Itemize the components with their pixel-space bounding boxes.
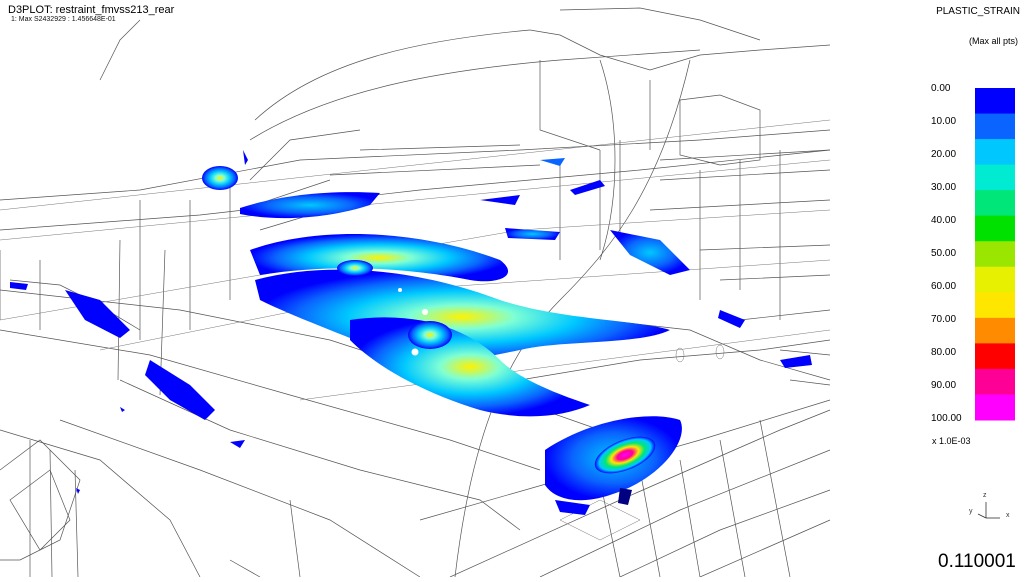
triad-z-label: z: [983, 492, 987, 499]
scale-color-band: [975, 113, 1015, 140]
triad-y-label: y: [969, 508, 973, 515]
scale-multiplier: x 1.0E-03: [932, 436, 971, 446]
wireframe-mesh: [0, 7, 831, 578]
scale-color-band: [975, 368, 1015, 395]
scale-level-label: 10.00: [931, 116, 957, 127]
fringe-component-label: PLASTIC_STRAIN: [936, 6, 1020, 17]
scale-level-label: 70.00: [931, 314, 957, 325]
scale-level-label: 30.00: [931, 182, 957, 193]
scale-color-band: [975, 215, 1015, 242]
scale-color-band: [975, 394, 1015, 421]
plot-title: D3PLOT: restraint_fmvss213_rear: [8, 4, 175, 16]
triad-x-label: x: [1006, 512, 1010, 519]
scale-color-band: [975, 292, 1015, 319]
scale-color-band: [975, 343, 1015, 370]
fringe-color-scale: [975, 88, 1015, 421]
scale-color-band: [975, 88, 1015, 115]
axis-triad: [977, 502, 1000, 519]
scale-color-band: [975, 241, 1015, 268]
scale-level-label: 80.00: [931, 347, 957, 358]
time-readout: 0.110001: [938, 551, 1016, 572]
scale-level-label: 100.00: [931, 413, 962, 424]
scale-level-label: 50.00: [931, 248, 957, 259]
strain-fringe-plot: [10, 150, 812, 515]
plot-subtitle: 1: Max S2432929 : 1.456648E-01: [11, 16, 116, 23]
scale-color-band: [975, 164, 1015, 191]
scale-level-label: 0.00: [931, 83, 951, 94]
scale-color-band: [975, 190, 1015, 217]
scale-level-label: 60.00: [931, 281, 957, 292]
scale-level-label: 40.00: [931, 215, 957, 226]
scale-level-label: 90.00: [931, 380, 957, 391]
scale-color-band: [975, 139, 1015, 166]
scale-color-band: [975, 317, 1015, 344]
scale-level-label: 20.00: [931, 149, 957, 160]
scale-color-band: [975, 266, 1015, 293]
fringe-basis-label: (Max all pts): [968, 36, 1018, 46]
